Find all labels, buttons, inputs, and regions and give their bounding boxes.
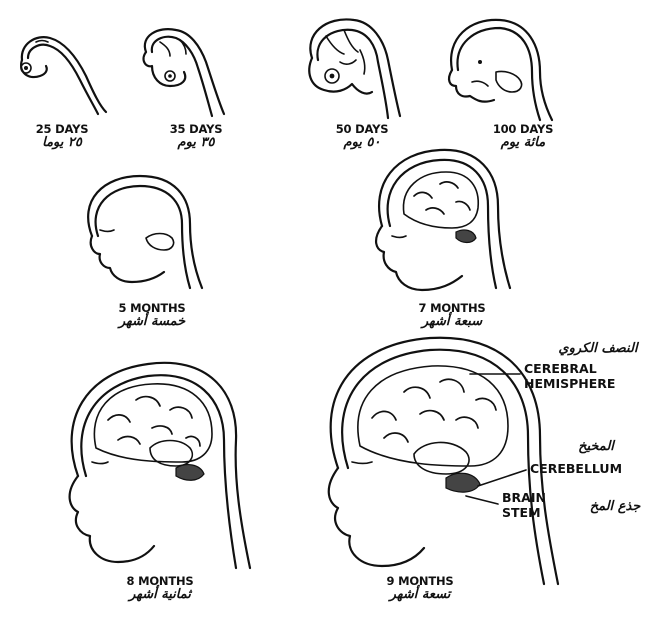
- fetus-100-days: [449, 20, 552, 120]
- stage-label-9-months: 9 MONTHS تسعة أشهر: [360, 575, 480, 603]
- stage-label-7-months: 7 MONTHS سبعة أشهر: [392, 302, 512, 330]
- stage-ar: خمسة أشهر: [92, 315, 212, 330]
- fetus-5-months: [88, 176, 202, 288]
- stage-ar: ٥٠ يوم: [312, 136, 412, 151]
- pointer-cerebellum: [478, 470, 526, 486]
- stage-ar: سبعة أشهر: [392, 315, 512, 330]
- stage-ar: ثمانية أشهر: [100, 588, 220, 603]
- stage-ar: مائة يوم: [468, 136, 578, 151]
- stage-label-8-months: 8 MONTHS ثمانية أشهر: [100, 575, 220, 603]
- stage-ar: ٢٥ يوما: [12, 136, 112, 151]
- cerebellum-label: CEREBELLUM: [530, 461, 650, 476]
- cerebral-line1: CEREBRAL: [524, 361, 644, 376]
- stage-ar: تسعة أشهر: [360, 588, 480, 603]
- brainstem-line1: BRAIN: [502, 490, 562, 505]
- fetus-8-months: [70, 363, 250, 568]
- embryo-50-days: [309, 19, 400, 118]
- stage-label-25-days: 25 DAYS ٢٥ يوما: [12, 123, 112, 151]
- brain-stem-label-ar: جذع المخ: [570, 500, 660, 515]
- brain-stem-label: BRAIN STEM: [502, 490, 562, 520]
- cerebral-hemisphere-label: CEREBRAL HEMISPHERE: [524, 361, 644, 391]
- cerebral-line2: HEMISPHERE: [524, 376, 644, 391]
- stage-label-5-months: 5 MONTHS خمسة أشهر: [92, 302, 212, 330]
- stage-label-100-days: 100 DAYS مائة يوم: [468, 123, 578, 151]
- stage-ar: ٣٥ يوم: [146, 136, 246, 151]
- stage-label-35-days: 35 DAYS ٣٥ يوم: [146, 123, 246, 151]
- embryo-35-days: [144, 29, 224, 116]
- cerebral-hemisphere-label-ar: النصف الكروي: [548, 342, 648, 357]
- pointer-brainstem: [466, 496, 498, 504]
- cerebellum-label-ar: المخيخ: [556, 440, 636, 455]
- brainstem-line2: STEM: [502, 505, 562, 520]
- fetus-7-months: [376, 150, 510, 290]
- stage-label-50-days: 50 DAYS ٥٠ يوم: [312, 123, 412, 151]
- embryo-25-days: [21, 37, 106, 114]
